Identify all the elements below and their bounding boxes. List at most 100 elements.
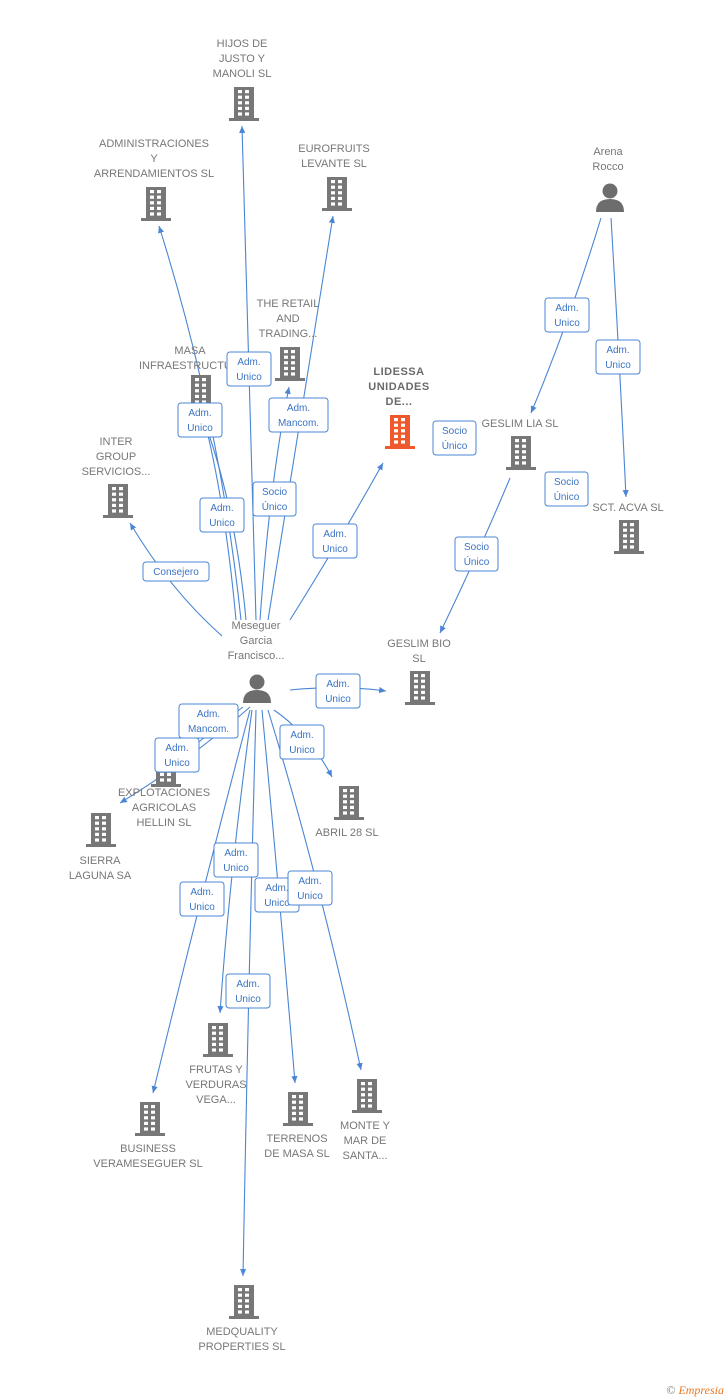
relation-label: Adm.: [236, 979, 259, 990]
node-label: AND: [276, 313, 299, 325]
node-label: MONTE Y: [340, 1120, 391, 1132]
node-label: JUSTO Y: [219, 53, 266, 65]
relation-badge[interactable]: Adm.Mancom.: [178, 703, 239, 739]
relation-label: Unico: [187, 423, 213, 434]
relation-badge[interactable]: Adm. Unico: [199, 497, 245, 533]
node-label: LEVANTE SL: [301, 158, 367, 170]
building-icon: [141, 187, 171, 221]
relation-box: [287, 870, 333, 906]
relation-badge[interactable]: Adm.Unico: [213, 842, 259, 878]
relation-badge[interactable]: Adm.Unico: [179, 881, 225, 917]
relation-box: [213, 842, 259, 878]
relation-box: [178, 703, 239, 739]
node-retail[interactable]: THE RETAILANDTRADING...: [257, 298, 320, 381]
relation-label: Adm.: [555, 303, 578, 314]
relation-badge[interactable]: Adm. Unico: [226, 351, 272, 387]
relation-badge[interactable]: Adm.Unico: [544, 297, 590, 333]
relation-box: [226, 351, 272, 387]
relation-label: Adm.: [237, 357, 260, 368]
relation-badge[interactable]: Adm.Mancom.: [268, 397, 329, 433]
relation-label: Único: [554, 490, 580, 503]
relation-box: [544, 297, 590, 333]
node-label: EXPLOTACIONES: [118, 787, 210, 799]
relation-label: Adm.: [323, 529, 346, 540]
relation-badge[interactable]: Adm.Unico: [595, 339, 641, 375]
relation-badge[interactable]: Adm.Unico: [225, 973, 271, 1009]
relation-box: [315, 673, 361, 709]
building-icon: [334, 786, 364, 820]
node-label: FRUTAS Y: [189, 1064, 243, 1076]
node-label: VERDURAS: [185, 1079, 246, 1091]
node-label: HELLIN SL: [136, 817, 191, 829]
relation-box: [199, 497, 245, 533]
relation-label: Unico: [209, 518, 235, 529]
relation-label: Adm.: [326, 679, 349, 690]
node-label: GROUP: [96, 451, 136, 463]
relation-badge[interactable]: Adm.Unico: [287, 870, 333, 906]
relation-label: Unico: [236, 372, 262, 383]
building-icon: [385, 415, 415, 449]
relation-box: [154, 737, 200, 773]
node-meseguer[interactable]: MeseguerGarciaFrancisco...: [228, 620, 285, 703]
relation-label: Unico: [605, 360, 631, 371]
node-label: AGRICOLAS: [132, 802, 196, 814]
node-label: LIDESSA: [373, 366, 424, 378]
relation-label: Unico: [264, 898, 290, 909]
relation-box: [268, 397, 329, 433]
node-label: DE MASA SL: [264, 1148, 329, 1160]
node-label: GESLIM BIO: [387, 638, 451, 650]
node-sctacva[interactable]: SCT. ACVA SL: [592, 502, 664, 554]
relation-badge[interactable]: Adm.Unico: [154, 737, 200, 773]
relation-label: Unico: [325, 694, 351, 705]
node-inter[interactable]: INTERGROUPSERVICIOS...: [82, 436, 151, 518]
relation-label: Mancom.: [188, 724, 229, 735]
building-icon: [614, 520, 644, 554]
node-geslimlia[interactable]: GESLIM LIA SL: [481, 418, 559, 470]
node-label: HIJOS DE: [217, 38, 268, 50]
relation-badge[interactable]: Adm.Unico: [177, 402, 223, 438]
building-icon: [275, 347, 305, 381]
node-masa[interactable]: MASAINFRAESTRUCTU...: [139, 345, 241, 409]
node-abril[interactable]: ABRIL 28 SL: [315, 786, 379, 839]
node-label: Rocco: [592, 161, 623, 173]
relation-label: Socio: [464, 542, 489, 553]
relation-badge[interactable]: Adm. Unico: [315, 673, 361, 709]
relation-label: Unico: [223, 863, 249, 874]
copyright-symbol: ©: [666, 1383, 676, 1397]
node-label: SANTA...: [342, 1150, 387, 1162]
building-icon: [86, 813, 116, 847]
building-icon: [283, 1092, 313, 1126]
relation-label: Adm.: [210, 503, 233, 514]
node-lidessa[interactable]: LIDESSAUNIDADESDE...: [368, 366, 429, 449]
relation-label: Adm.: [190, 887, 213, 898]
node-label: SERVICIOS...: [82, 466, 151, 478]
node-label: UNIDADES: [368, 381, 429, 393]
relation-label: Unico: [297, 891, 323, 902]
node-label: Y: [150, 153, 158, 165]
relation-badge[interactable]: Adm.Unico: [312, 523, 358, 559]
node-label: VERAMESEGUER SL: [93, 1158, 202, 1170]
relation-label: Socio: [554, 477, 579, 488]
node-label: LAGUNA SA: [69, 870, 132, 882]
building-icon: [352, 1079, 382, 1113]
building-icon: [203, 1023, 233, 1057]
relation-badge[interactable]: Adm.Unico: [279, 724, 325, 760]
brand-logo-text[interactable]: Empresia: [678, 1383, 724, 1397]
node-frutas[interactable]: FRUTAS YVERDURASVEGA...: [185, 1023, 247, 1106]
node-label: GESLIM LIA SL: [481, 418, 558, 430]
relation-badge[interactable]: Consejero: [142, 561, 210, 582]
